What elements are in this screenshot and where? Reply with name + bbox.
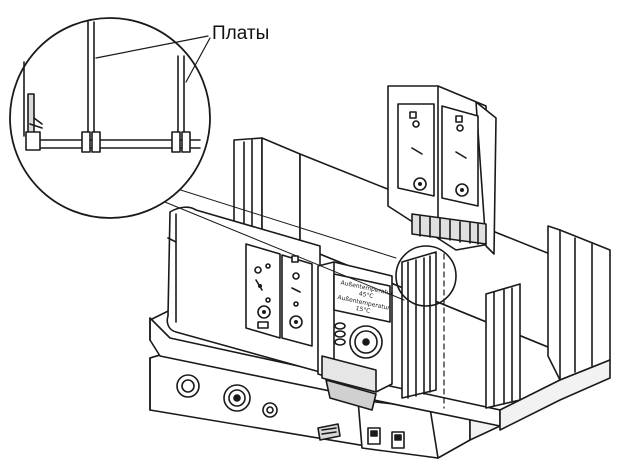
base-connector [317,423,341,441]
controller-buttons [334,322,346,346]
detail-circle-small [395,245,457,307]
card-slots [401,251,521,409]
callout-leaders [95,35,211,83]
front-control-panel [166,206,321,373]
base-center-knob [223,384,251,412]
controller-dial [349,325,383,359]
base-switches [357,399,439,459]
magnifier-circle [9,17,211,219]
module-a [245,243,281,339]
magnifier-pointers [159,185,405,301]
display-line-2: 45°C [358,290,374,300]
base-left-knob [176,374,200,398]
callout-label-boards: Платы [212,23,270,44]
module-b [281,254,313,347]
display-line-4: 15°C [355,305,371,315]
magnified-boards [23,21,201,153]
base-socket [262,402,278,418]
central-controller [317,261,393,411]
raised-module [387,85,497,255]
